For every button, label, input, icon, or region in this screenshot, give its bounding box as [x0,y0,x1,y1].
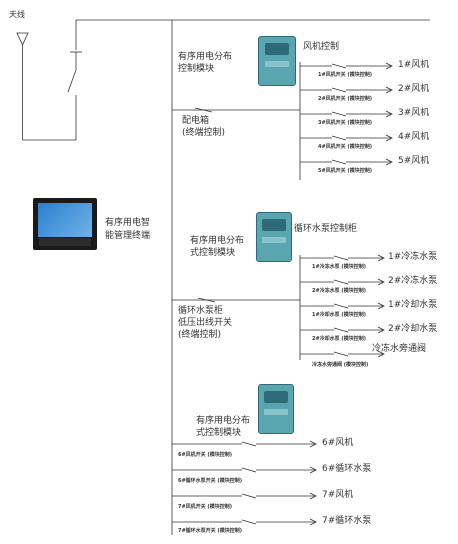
fan-switch-4: 4#风机开关 (模块控制) [318,144,372,150]
group3-branch-3-arrow-icon [309,492,317,500]
module2-title: 循环水泵控制柜 [294,224,358,234]
fan-branch-4-arrow-icon [385,134,393,142]
antenna-label: 天线 [9,10,25,19]
group3-branch-4-arrow-icon [309,518,317,526]
pump-switch-1: 1#冷冻水泵 (模块控制) [312,264,366,270]
pump-branch-4-switch-blade [333,327,349,333]
fan-branch-1-arrow-icon [385,62,393,70]
pump-branch-3-switch-blade [333,303,349,309]
pump-switch-4: 2#冷却水泵 (模块控制) [312,336,366,342]
control-module-icon [258,36,296,86]
group3-load-1: 6#风机 [322,438,354,448]
pump-branch-3-arrow-icon [377,302,385,310]
group3-switch-1: 6#风机开关 (模块控制) [178,452,232,458]
pump-branch-1-switch-blade [333,255,349,261]
terminal-label-line1: 有序用电智 [105,218,151,228]
pump-switch-5: 冷冻水旁通阀 (模块控制) [312,362,369,368]
distribution-box-line2: (终端控制) [182,128,226,138]
fan-branch-2-switch-blade [331,87,347,93]
fan-switch-1: 1#风机开关 (模块控制) [318,72,372,78]
fan-branch-2-arrow-icon [385,86,393,94]
group3-switch-3: 7#风机开关 (模块控制) [178,504,232,510]
module2-label-line2: 式控制模块 [190,248,236,258]
fan-switch-3: 3#风机开关 (模块控制) [318,120,372,126]
fan-branch-1-switch-blade [331,63,347,69]
control-module-icon [258,384,294,434]
group3-branch-3-switch-blade [241,493,257,499]
pump-1: 1#冷冻水泵 [388,252,438,262]
fan-branch-4-switch-blade [331,135,347,141]
fan-switch-2: 2#风机开关 (模块控制) [318,96,372,102]
pump-branch-5-arrow-icon [377,350,385,358]
group3-branch-2-arrow-icon [309,466,317,474]
fan-branch-5-switch-blade [331,159,347,165]
fan-branch-5-arrow-icon [385,158,393,166]
group3-switch-4: 7#循环水泵开关 (模块控制) [178,528,242,534]
module1-label-line1: 有序用电分布 [178,52,233,62]
fan-switch-5: 5#风机开关 (模块控制) [318,168,372,174]
group3-branch-1-switch-blade [241,441,257,447]
pump-cabinet-line2: 低压出线开关 [178,318,233,328]
group3-load-4: 7#循环水泵 [322,516,372,526]
pump-branch-2-arrow-icon [377,278,385,286]
pump-branch-5-switch-blade [333,351,349,357]
pump-5: 冷冻水旁通阀 [372,344,427,354]
fan-branch-3-arrow-icon [385,110,393,118]
pump-branch-2-switch-blade [333,279,349,285]
terminal-label-line2: 能管理终端 [105,231,151,241]
fan-branch-3-switch-blade [331,111,347,117]
fan-1: 1#风机 [398,60,430,70]
group3-load-3: 7#风机 [322,490,354,500]
fan-3: 3#风机 [398,108,430,118]
module3-label-line1: 有序用电分布 [196,416,251,426]
group3-switch-2: 6#循环水泵开关 (模块控制) [178,478,242,484]
fan-2: 2#风机 [398,84,430,94]
terminal-device-icon [33,198,97,250]
pump-cabinet-line3: (终端控制) [178,330,222,340]
control-module-icon [256,212,292,262]
module1-title: 风机控制 [303,42,340,52]
pump-branch-4-arrow-icon [377,326,385,334]
group3-branch-2-switch-blade [241,467,257,473]
pump-2: 2#冷冻水泵 [388,276,438,286]
group3-branch-4-switch-blade [241,519,257,525]
pump-branch-1-arrow-icon [377,254,385,262]
pump-cabinet-line1: 循环水泵柜 [178,306,224,316]
pump-3: 1#冷却水泵 [388,300,438,310]
fan-4: 4#风机 [398,132,430,142]
pump-switch-3: 1#冷却水泵 (模块控制) [312,312,366,318]
pump-switch-2: 2#冷冻水泵 (模块控制) [312,288,366,294]
module3-label-line2: 式控制模块 [196,428,242,438]
distribution-box-line1: 配电箱 [182,116,210,126]
pump-4: 2#冷却水泵 [388,324,438,334]
group3-load-2: 6#循环水泵 [322,464,372,474]
group3-branch-1-arrow-icon [309,440,317,448]
module1-label-line2: 控制模块 [178,64,215,74]
module2-label-line1: 有序用电分布 [190,236,245,246]
fan-5: 5#风机 [398,156,430,166]
